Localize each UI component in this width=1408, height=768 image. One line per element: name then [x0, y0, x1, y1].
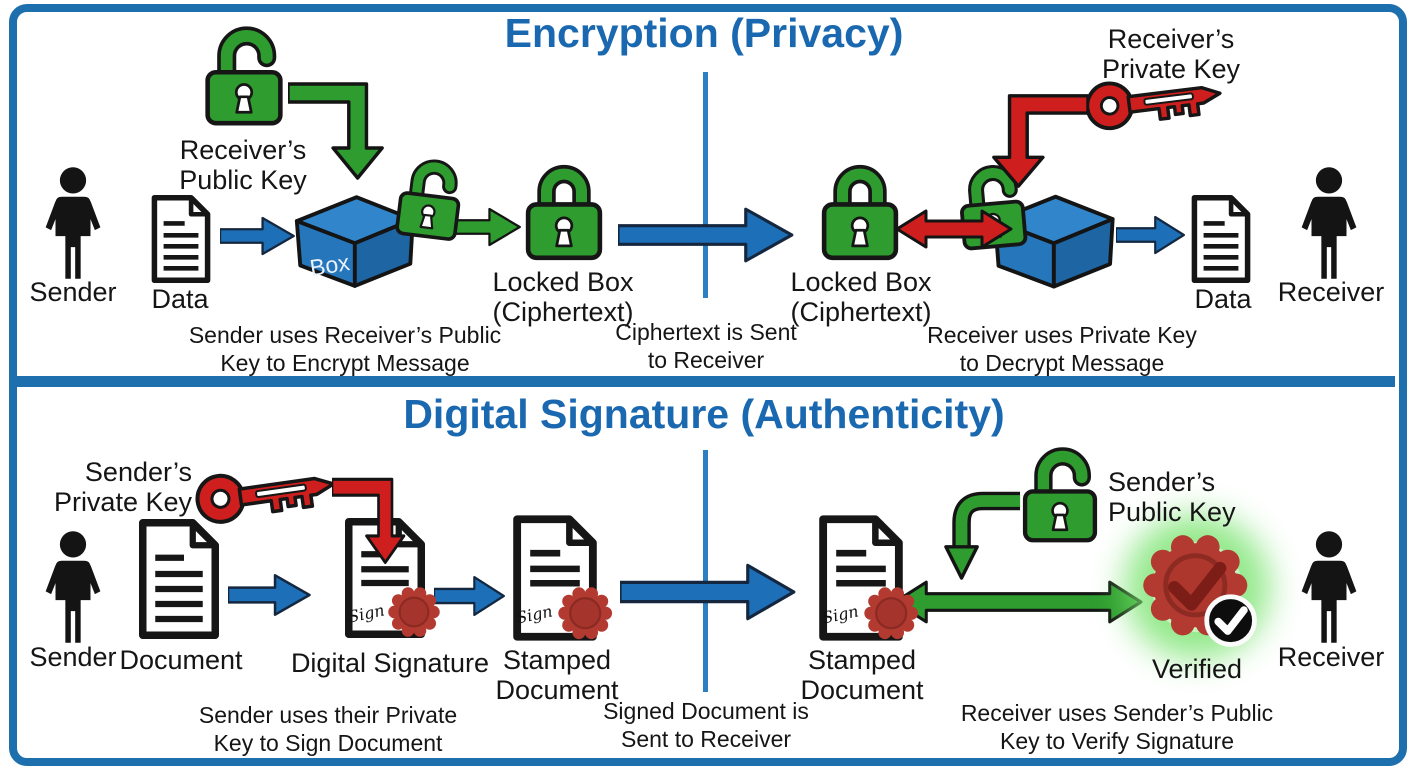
caption-decrypt: Receiver uses Private Key to Decrypt Mes… [927, 322, 1197, 377]
elbow-arrow-icon [288, 82, 384, 180]
document-icon [139, 519, 219, 639]
caption-send-ciphertext: Ciphertext is Sent to Receiver [615, 319, 797, 374]
sender-label: Sender [29, 642, 117, 672]
stamped-document-left-label: Stamped Document [495, 645, 619, 706]
caption-send-signed: Signed Document is Sent to Receiver [603, 698, 809, 753]
wax-seal-icon [864, 587, 918, 640]
arrow-right-icon [220, 216, 295, 256]
curved-arrow-icon [944, 491, 1021, 580]
data-label: Data [151, 284, 209, 314]
vertical-divider-bottom [703, 450, 708, 692]
elbow-arrow-icon [992, 94, 1088, 188]
check-badge-icon [1204, 594, 1257, 647]
signed-document: Sign [340, 514, 440, 642]
arrow-right-icon [620, 563, 796, 621]
caption-sign: Sender uses their Private Key to Sign Do… [198, 702, 458, 757]
document-label: Document [119, 645, 243, 675]
signed-document: Sign [814, 512, 918, 644]
sender-label: Sender [29, 277, 117, 307]
vertical-divider-top [703, 72, 708, 298]
key-icon [1085, 81, 1222, 131]
elbow-arrow-icon [332, 477, 406, 565]
key-icon [195, 473, 336, 524]
locked-box-right-label: Locked Box (Ciphertext) [790, 267, 932, 328]
stamped-document-right-label: Stamped Document [800, 645, 924, 706]
wax-seal-icon [558, 587, 612, 640]
box-icon: Box [294, 195, 415, 288]
person-icon [1301, 167, 1357, 279]
person-icon [45, 531, 101, 643]
person-icon [1301, 531, 1357, 643]
caption-encrypt: Sender uses Receiver’s Public Key to Enc… [188, 322, 502, 377]
arrow-right-icon [434, 575, 505, 617]
locked-box-left-label: Locked Box (Ciphertext) [492, 267, 634, 328]
receiver-private-key-label: Receiver’s Private Key [1101, 24, 1241, 85]
box-label: Box [308, 249, 352, 281]
arrow-right-icon [1116, 215, 1185, 255]
closed-padlock-icon [525, 164, 603, 261]
verified-label: Verified [1151, 654, 1243, 684]
signature-title: Digital Signature (Authenticity) [403, 391, 1005, 437]
open-padlock-icon [205, 26, 283, 126]
encryption-title: Encryption (Privacy) [504, 10, 904, 56]
double-arrow-icon [895, 209, 1013, 249]
signed-document: Sign [508, 512, 612, 644]
person-icon [45, 167, 101, 279]
document-icon [1191, 195, 1251, 283]
data-out-label: Data [1194, 284, 1252, 314]
arrow-right-icon [618, 207, 794, 263]
panel-divider [13, 376, 1395, 387]
caption-verify: Receiver uses Sender’s Public Key to Ver… [960, 700, 1274, 755]
sender-private-key-label: Sender’s Private Key [53, 457, 192, 518]
document-icon [151, 195, 211, 283]
double-arrow-icon [893, 580, 1143, 624]
open-padlock-icon [395, 159, 461, 241]
wax-seal-icon [388, 587, 440, 638]
sender-public-key-label: Sender’s Public Key [1108, 467, 1236, 528]
closed-padlock-icon [821, 164, 899, 261]
receiver-label: Receiver [1277, 277, 1385, 307]
digital-signature-label: Digital Signature [290, 648, 490, 678]
verified-seal-icon [1143, 535, 1257, 647]
open-padlock-icon [1022, 447, 1098, 543]
arrow-right-icon [228, 574, 311, 616]
receiver-label: Receiver [1277, 642, 1385, 672]
receiver-public-key-label: Receiver’s Public Key [179, 135, 307, 196]
